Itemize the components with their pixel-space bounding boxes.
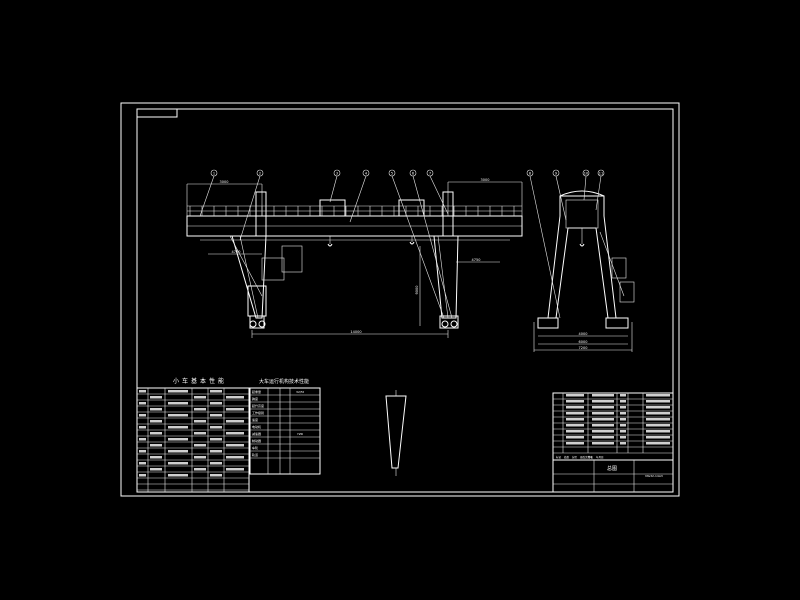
title-block-label: 年月日 bbox=[596, 455, 604, 459]
svg-text:8: 8 bbox=[529, 172, 531, 176]
performance-table: 小车基本性能 bbox=[136, 377, 250, 493]
dim-mid-height: 9000 bbox=[415, 286, 419, 295]
dim-cantilever-left: 3000 bbox=[220, 180, 229, 184]
trolley-right bbox=[398, 199, 425, 217]
title-block-drawing-no: MG32-14A3 bbox=[645, 474, 663, 478]
side-gantry bbox=[547, 195, 617, 319]
title-block-label: 签名 bbox=[588, 455, 594, 459]
travel-row-label: 车轮 bbox=[252, 445, 258, 450]
travel-row-label: 电动机 bbox=[252, 424, 261, 429]
travel-row-label: 速度 bbox=[252, 417, 258, 422]
title-block-title: 总图 bbox=[607, 465, 617, 472]
svg-text:6: 6 bbox=[412, 172, 414, 176]
dim-cantilever-right: 3000 bbox=[481, 178, 490, 182]
svg-text:4: 4 bbox=[365, 172, 368, 176]
title-block-label: 更改文件号 bbox=[580, 455, 593, 459]
inner-frame bbox=[136, 108, 674, 493]
travel-row-label: 工作级别 bbox=[252, 410, 264, 415]
balloon-1: 1 bbox=[210, 169, 218, 177]
svg-text:1: 1 bbox=[213, 172, 215, 176]
dim-right-height: 4750 bbox=[472, 258, 481, 262]
travel-row-label: 起重量 bbox=[252, 389, 261, 394]
travel-table-title: 大车运行机构技术性能 bbox=[259, 378, 309, 385]
dim-side-lower: 7200 bbox=[579, 346, 588, 350]
balloon-7: 7 bbox=[426, 169, 434, 177]
balloon-4: 4 bbox=[362, 169, 370, 177]
travel-row-value: 32/5t bbox=[296, 390, 305, 394]
balloon-2: 2 bbox=[256, 169, 264, 177]
balloon-9: 9 bbox=[552, 169, 560, 177]
balloon-5: 5 bbox=[388, 169, 396, 177]
right-leg bbox=[433, 235, 459, 319]
travel-row-label: 起升高度 bbox=[252, 403, 264, 408]
svg-text:9: 9 bbox=[555, 172, 557, 176]
dim-side-base: 6000 bbox=[579, 340, 588, 344]
svg-text:3: 3 bbox=[336, 172, 338, 176]
front-view: 3000 3000 9000 4750 4750 bbox=[186, 169, 523, 338]
travel-row-label: 减速器 bbox=[252, 431, 261, 436]
trolley-left bbox=[319, 199, 346, 217]
balloon-10: 10 bbox=[582, 169, 590, 177]
dim-span: 14000 bbox=[350, 330, 361, 334]
balloon-6: 6 bbox=[409, 169, 417, 177]
svg-text:2: 2 bbox=[259, 172, 261, 176]
title-block-label: 标记 bbox=[556, 455, 562, 459]
balloon-3: 3 bbox=[333, 169, 341, 177]
travel-row-label: 跨度 bbox=[252, 396, 258, 401]
travel-row-value: YZR bbox=[297, 432, 303, 436]
outer-frame bbox=[120, 102, 680, 497]
dim-side-inner: 4000 bbox=[579, 332, 588, 336]
balloon-11: 11 bbox=[597, 169, 605, 177]
svg-text:7: 7 bbox=[429, 172, 431, 176]
title-block: 标记处数分区更改文件号签名年月日 总图 MG32-14A3 bbox=[552, 392, 674, 493]
detail-funnel bbox=[385, 390, 407, 476]
corner-code-box bbox=[136, 108, 178, 118]
svg-text:5: 5 bbox=[391, 172, 393, 176]
balloon-8: 8 bbox=[526, 169, 534, 177]
side-view: 4000 6000 7200 8 9 10 11 bbox=[526, 169, 635, 352]
travel-row-label: 轨道 bbox=[252, 452, 258, 457]
svg-text:11: 11 bbox=[599, 172, 603, 176]
travel-row-label: 制动器 bbox=[252, 438, 261, 443]
left-leg bbox=[231, 235, 267, 319]
title-block-label: 分区 bbox=[572, 455, 578, 459]
dim-left-height: 4750 bbox=[232, 250, 241, 254]
svg-text:10: 10 bbox=[584, 172, 588, 176]
perf-table-title: 小车基本性能 bbox=[173, 377, 227, 385]
title-block-label: 处数 bbox=[564, 455, 570, 459]
